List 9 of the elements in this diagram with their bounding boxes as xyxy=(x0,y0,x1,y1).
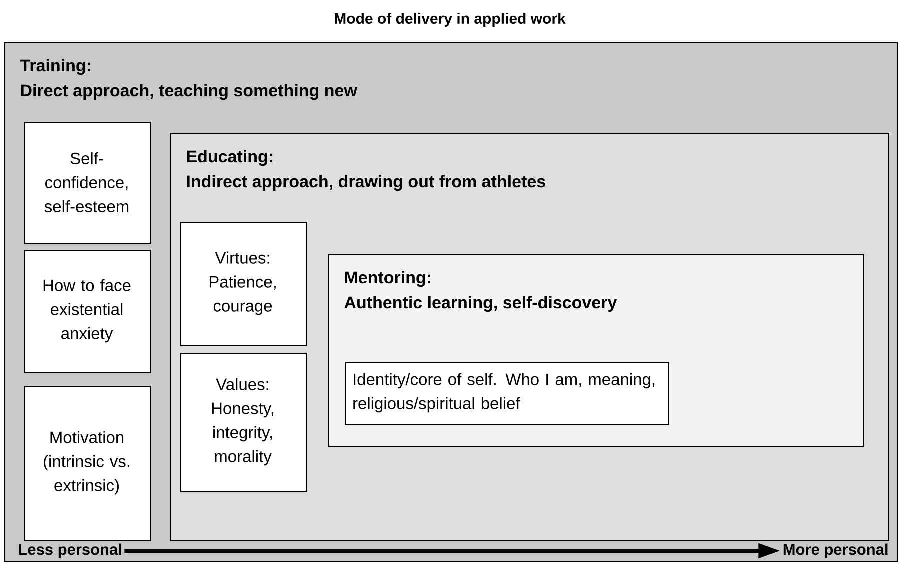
topic-box: Virtues: Patience, courage xyxy=(180,222,308,346)
axis-end-label: More personal xyxy=(784,544,888,558)
topic-box: Identity/core of self. Who I am, meaning, religious/spiritual belief xyxy=(345,362,670,426)
topic-box: Values: Honesty, integrity, morality xyxy=(180,353,308,492)
title: Mode of delivery in applied work xyxy=(335,13,566,27)
topic-box: How to face existential anxiety xyxy=(24,250,152,374)
topic-box: Motivation (intrinsic vs. extrinsic) xyxy=(24,386,152,542)
axis-end-label: Less personal xyxy=(19,544,122,558)
topic-box: Self-confidence, self-esteem xyxy=(24,122,152,244)
